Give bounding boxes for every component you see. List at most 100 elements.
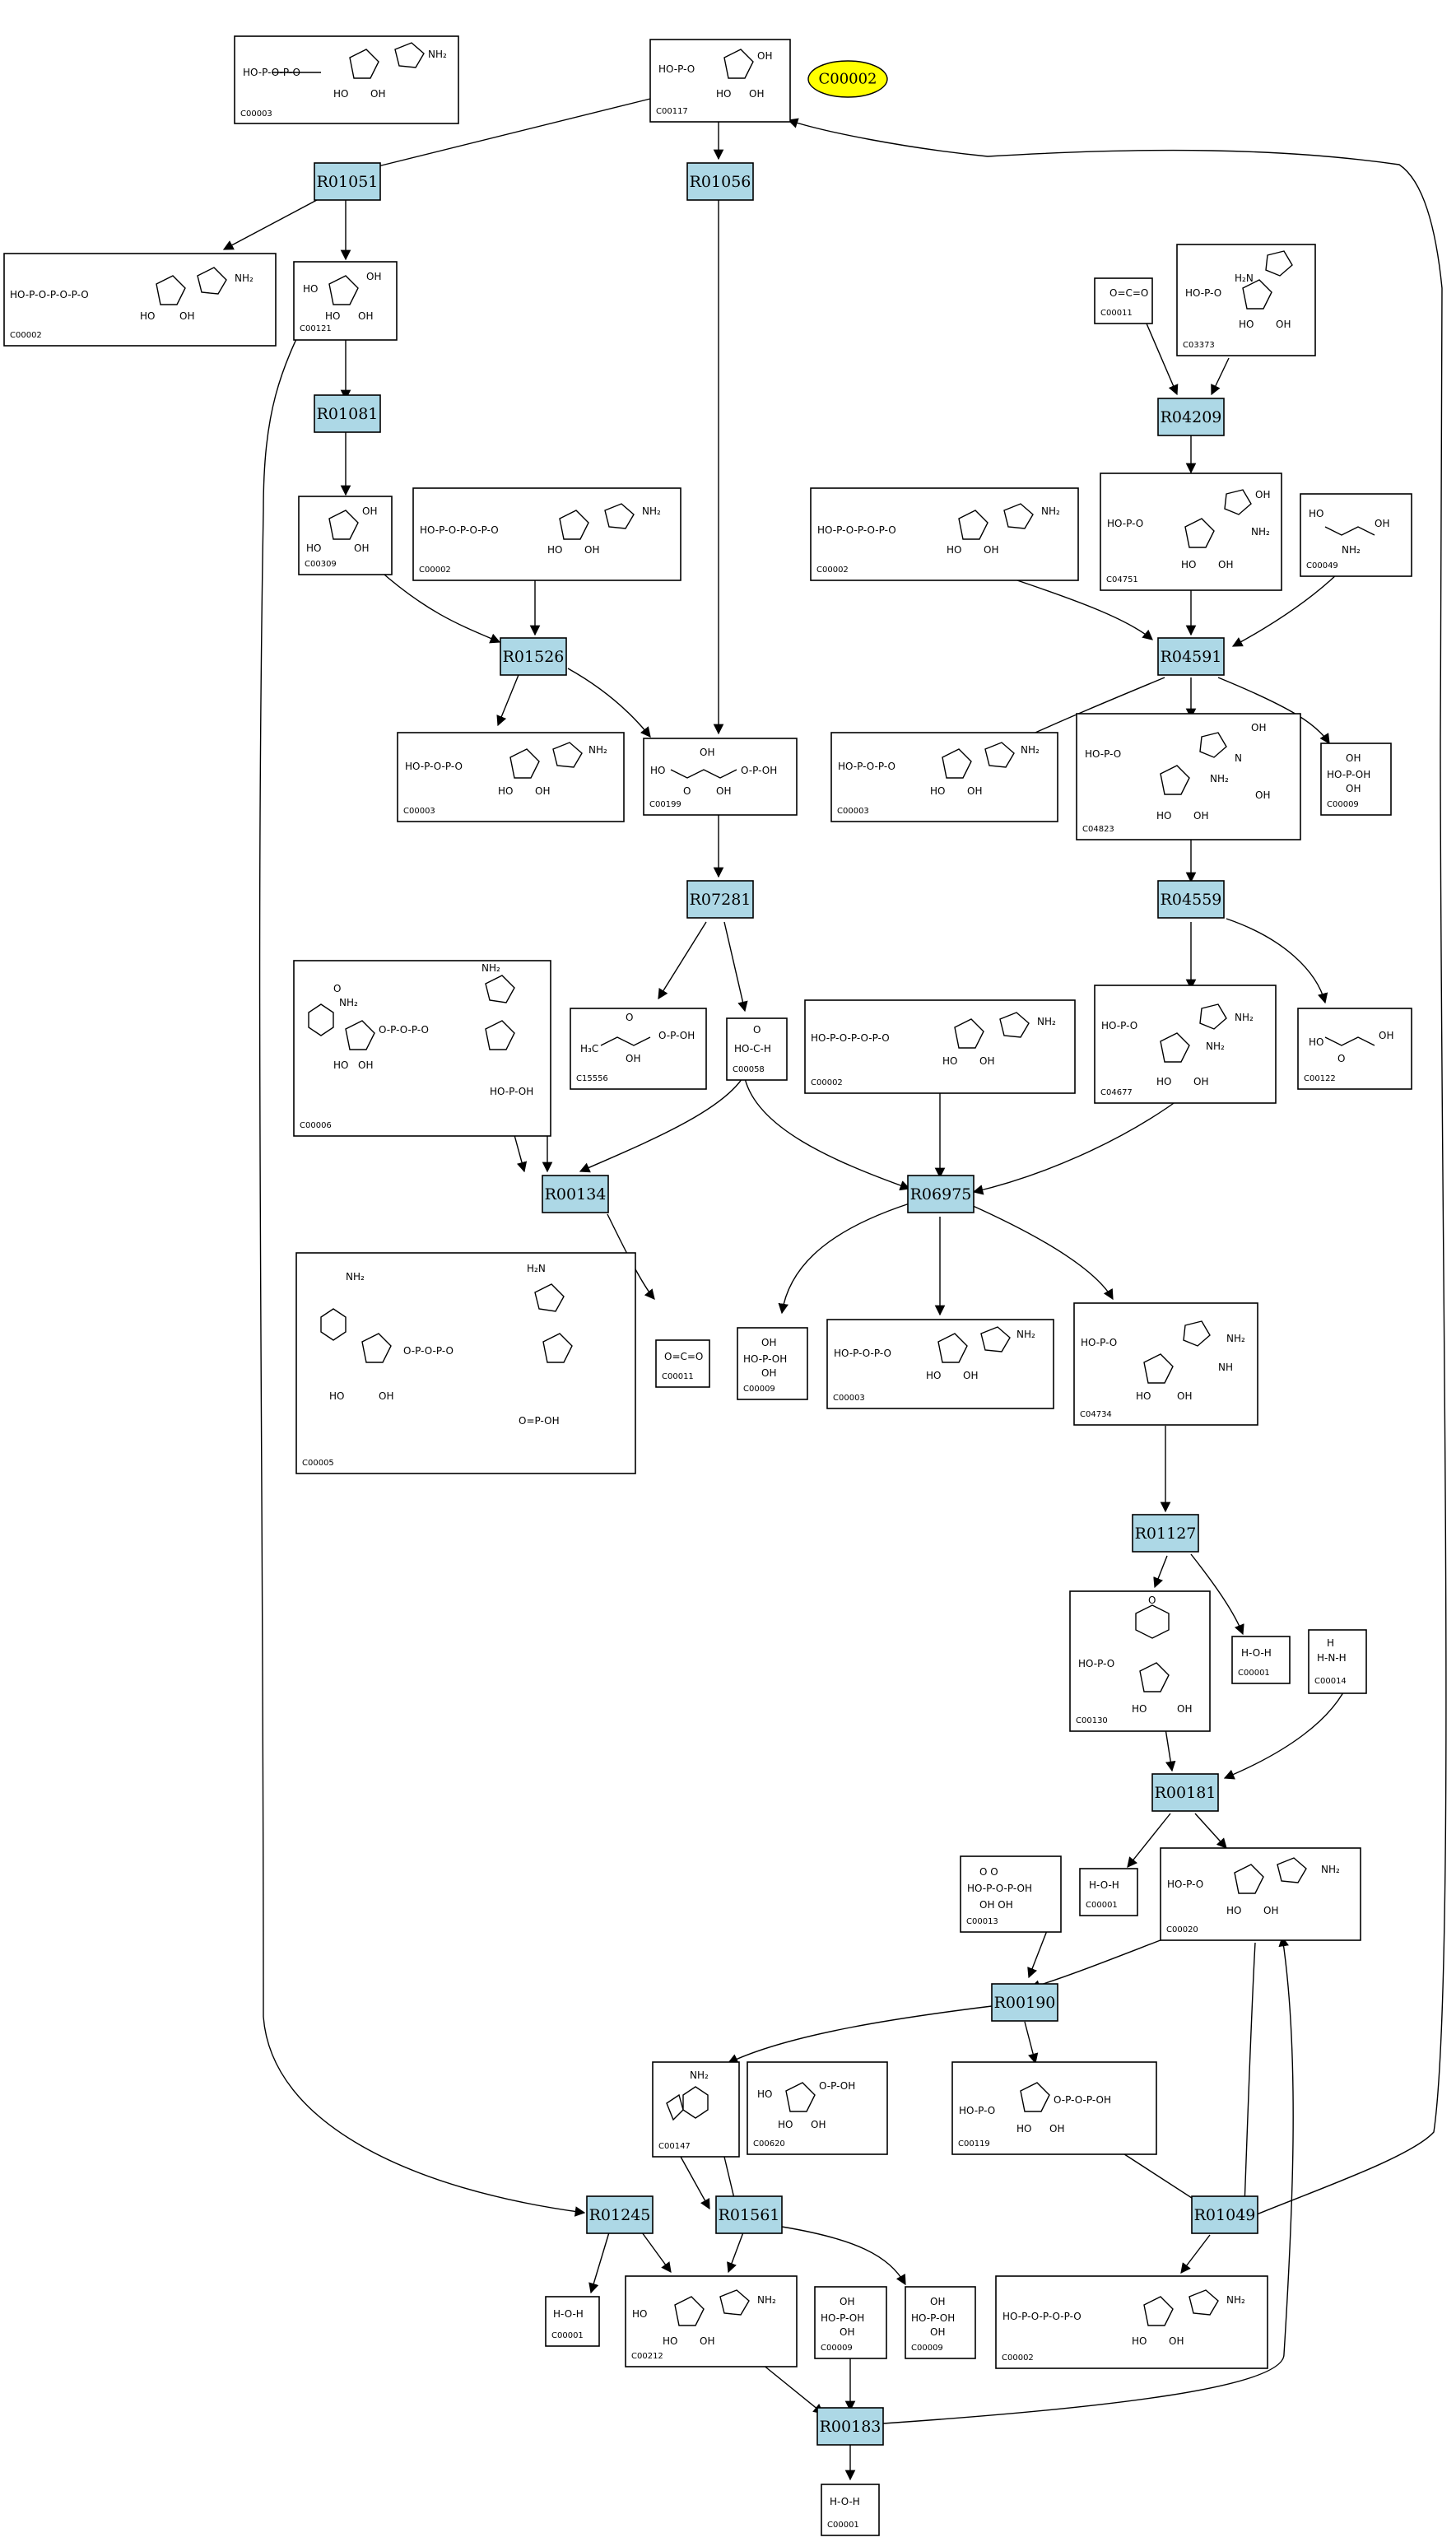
compound-node[interactable]: O HO-C-H C00058: [726, 1017, 788, 1081]
reaction-node[interactable]: R01526: [500, 637, 567, 676]
compound-node[interactable]: H-O-H C00001: [821, 2484, 880, 2536]
compound-node[interactable]: O=C=O C00011: [1094, 277, 1153, 324]
compound-node[interactable]: OH HO-P-OH OH C00009: [814, 2286, 887, 2359]
reaction-node[interactable]: R01081: [314, 394, 381, 433]
svg-text:HO-P-O: HO-P-O: [959, 2105, 995, 2116]
compound-node[interactable]: O O-P-OH H₃C OH C15556: [570, 1008, 707, 1090]
reaction-node[interactable]: R00181: [1151, 1773, 1219, 1812]
molecule-structure: NH₂ O-P-O-P-O H₂N HO OH O=P-OH: [320, 1263, 573, 1427]
edge: [579, 1073, 746, 1173]
reaction-label: R04559: [1161, 891, 1222, 909]
reaction-node[interactable]: R07281: [686, 880, 754, 919]
compound-node[interactable]: OH HO-P-OH OH C00009: [905, 2286, 976, 2359]
edge: [1029, 1938, 1165, 1990]
edge: [1211, 357, 1230, 396]
reaction-node[interactable]: R01056: [686, 162, 754, 201]
svg-text:NH₂: NH₂: [1021, 744, 1040, 756]
legend: C00002: [807, 60, 888, 98]
compound-node[interactable]: H-O-H C00001: [1231, 1636, 1291, 1684]
compound-node[interactable]: O=C=O C00011: [655, 1339, 710, 1388]
svg-text:HO-P-O: HO-P-O: [658, 63, 695, 75]
compound-label: C00002: [816, 566, 849, 575]
compound-node[interactable]: HO OH NH₂ C00049: [1300, 493, 1412, 577]
svg-text:O: O: [1148, 1595, 1156, 1606]
compound-label: C00117: [656, 107, 688, 116]
svg-text:HO: HO: [140, 310, 155, 322]
compound-node[interactable]: HO-P-O-P-O NH₂ HO OH C00003: [234, 35, 459, 124]
reaction-label: R00134: [545, 1185, 607, 1203]
compound-node[interactable]: HO-P-O-P-O-P-O NH₂ HO OH C00002: [412, 487, 681, 581]
compound-node[interactable]: HO-P-O NH₂ HO OH C00020: [1160, 1847, 1361, 1941]
svg-text:HO-P-O-P-O: HO-P-O-P-O: [834, 1348, 891, 1359]
compound-node[interactable]: H-O-H C00001: [1079, 1868, 1138, 1916]
reaction-node[interactable]: R01051: [314, 162, 381, 201]
reaction-label: R01081: [317, 405, 379, 423]
compound-node[interactable]: HO-P-O NH₂ NH₂ HO OH C04677: [1094, 985, 1277, 1104]
compound-node[interactable]: NH₂ O-P-O-P-O H₂N HO OH O=P-OH C00005: [295, 1252, 636, 1474]
compound-node[interactable]: HO-P-O NH₂ NH HO OH C04734: [1073, 1302, 1258, 1426]
edge: [496, 670, 521, 727]
compound-node[interactable]: HO-P-O-P-O NH₂ HO OH C00003: [397, 732, 625, 822]
svg-text:HO: HO: [1156, 810, 1171, 822]
edge: [787, 118, 1447, 2215]
svg-text:H₂N: H₂N: [1235, 272, 1254, 284]
compound-node[interactable]: HO-P-O-P-O NH₂ HO OH C00003: [830, 732, 1058, 822]
reaction-node[interactable]: R04559: [1157, 880, 1225, 919]
reaction-node[interactable]: R00134: [542, 1175, 609, 1213]
svg-text:OH: OH: [1193, 1076, 1208, 1087]
compound-node[interactable]: HO OH HO OH C00121: [293, 261, 398, 341]
svg-text:NH₂: NH₂: [235, 272, 254, 284]
compound-node[interactable]: H-O-H C00001: [545, 2296, 600, 2347]
svg-text:OH: OH: [761, 1367, 776, 1379]
reaction-node[interactable]: R04209: [1157, 398, 1225, 436]
compound-node[interactable]: HO-P-O H₂N HO OH C03373: [1176, 244, 1316, 356]
compound-node[interactable]: HO-P-O OH N NH₂ OH HO OH C04823: [1076, 713, 1301, 840]
reaction-node[interactable]: R01127: [1132, 1514, 1199, 1553]
compound-node[interactable]: HO-P-O-P-O NH₂ HO OH C00003: [826, 1319, 1054, 1409]
compound-label: C00002: [811, 1078, 843, 1087]
reaction-node[interactable]: R01049: [1191, 2195, 1258, 2234]
reaction-node[interactable]: R00183: [816, 2407, 884, 2446]
compound-node[interactable]: NH₂ C00147: [652, 2061, 740, 2158]
svg-text:HO: HO: [942, 1055, 957, 1067]
compound-label: C00121: [300, 324, 332, 333]
compound-node[interactable]: OH HO OH C00309: [298, 496, 393, 575]
svg-text:NH₂: NH₂: [690, 2069, 709, 2081]
compound-node[interactable]: H H-N-H C00014: [1308, 1629, 1367, 1694]
compound-node[interactable]: HO-P-O O-P-O-P-OH HO OH C00119: [951, 2061, 1157, 2155]
compound-node[interactable]: O O HO-P-O-P-OH OH OH C00013: [960, 1855, 1062, 1933]
compound-node[interactable]: OH HO-P-OH OH C00009: [1320, 743, 1392, 816]
reaction-node[interactable]: R01561: [715, 2195, 783, 2234]
compound-node[interactable]: O NH₂ O-P-O-P-O NH₂ HO OH HO-P-OH C00006: [293, 960, 551, 1137]
compound-node[interactable]: HO-P-O OH HO OH C00117: [649, 39, 791, 123]
compound-node[interactable]: HO-P-O-P-O-P-O NH₂ HO OH C00002: [804, 999, 1076, 1094]
reaction-node[interactable]: R00190: [991, 1983, 1058, 2022]
molecule-structure: H-O-H: [553, 2308, 584, 2320]
compound-node[interactable]: HO O-P-OH HO OH C00620: [747, 2061, 888, 2155]
compound-node[interactable]: HO OH O C00122: [1297, 1008, 1412, 1090]
compound-node[interactable]: HO OH O-P-OH O OH C00199: [643, 738, 798, 816]
svg-text:HO: HO: [716, 88, 731, 100]
svg-text:OH: OH: [749, 88, 764, 100]
svg-text:H-O-H: H-O-H: [1241, 1647, 1272, 1659]
svg-text:HO: HO: [333, 1059, 348, 1071]
compound-label: C00009: [743, 1385, 775, 1394]
reaction-label: R04591: [1161, 648, 1222, 666]
compound-node[interactable]: HO-P-O-P-O-P-O NH₂ HO OH C00002: [3, 253, 277, 347]
reaction-node[interactable]: R06975: [907, 1175, 975, 1213]
reaction-node[interactable]: R04591: [1157, 637, 1225, 676]
compound-node[interactable]: HO-P-O-P-O-P-O NH₂ HO OH C00002: [810, 487, 1079, 581]
svg-text:OH: OH: [979, 1055, 994, 1067]
compound-node[interactable]: HO-P-O OH NH₂ HO OH C04751: [1100, 473, 1282, 591]
svg-text:HO: HO: [333, 88, 348, 100]
reaction-node[interactable]: R01245: [586, 2195, 654, 2234]
compound-label: C03373: [1183, 341, 1215, 350]
svg-text:H-O-H: H-O-H: [553, 2308, 584, 2320]
compound-node[interactable]: OH HO-P-OH OH C00009: [737, 1327, 808, 1400]
compound-node[interactable]: O HO-P-O HO OH C00130: [1069, 1590, 1211, 1732]
compound-node[interactable]: HO NH₂ HO OH C00212: [625, 2275, 798, 2367]
compound-node[interactable]: HO-P-O-P-O-P-O NH₂ HO OH C00002: [995, 2275, 1268, 2369]
reaction-label: R00181: [1155, 1784, 1216, 1802]
svg-text:HO-P-OH: HO-P-OH: [1327, 769, 1370, 780]
compound-label: C00009: [1327, 800, 1359, 809]
